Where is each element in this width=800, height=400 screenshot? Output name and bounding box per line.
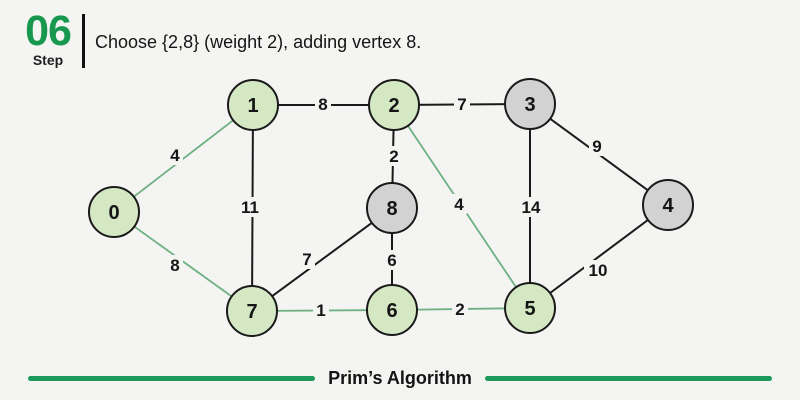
edge-weight-mask-5-4 (584, 260, 612, 280)
edge-weight-7-6: 1 (316, 301, 325, 320)
graph-node-8-unvisited (366, 182, 418, 234)
graph-node-3-unvisited (504, 78, 556, 130)
edge-weight-mask-2-5 (451, 194, 467, 214)
graph-node-label-0: 0 (108, 202, 119, 224)
edge-0-1 (113, 104, 254, 213)
edge-weight-6-5: 2 (455, 300, 464, 319)
graph-node-label-6: 6 (386, 300, 397, 322)
step-number: 06 (25, 7, 72, 55)
edge-weight-mask-0-1 (167, 145, 183, 165)
graph-node-label-5: 5 (524, 298, 535, 320)
footer-rule-left (28, 376, 316, 381)
graph-node-label-3: 3 (524, 94, 535, 116)
graph-node-0-visited (88, 186, 140, 238)
step-description: Choose {2,8} (weight 2), adding vertex 8… (95, 32, 422, 52)
graph-node-label-7: 7 (246, 301, 257, 323)
edge-weight-2-3: 7 (457, 95, 466, 114)
edge-weight-0-7: 8 (170, 256, 179, 275)
edge-weight-1-7: 11 (241, 198, 259, 217)
edge-7-8 (251, 207, 393, 312)
graph-node-5-visited (504, 282, 556, 334)
edge-weight-mask-7-8 (299, 249, 315, 269)
edge-weight-mask-3-4 (589, 136, 605, 156)
edge-weight-2-5: 4 (454, 195, 464, 214)
edge-weight-0-1: 4 (170, 146, 180, 165)
edge-5-4 (529, 204, 669, 309)
graph-node-4-unvisited (642, 179, 694, 231)
edge-weight-8-6: 6 (387, 251, 396, 270)
graph-node-label-4: 4 (662, 195, 674, 217)
graph-node-1-visited (227, 79, 279, 131)
graph-node-6-visited (366, 284, 418, 336)
edge-weight-mask-8-6 (384, 250, 400, 270)
edge-weight-mask-6-5 (452, 299, 468, 319)
edge-weight-3-5: 14 (522, 198, 541, 217)
graph-node-label-2: 2 (388, 95, 399, 117)
graph-node-7-visited (226, 285, 278, 337)
edge-weight-mask-3-5 (517, 197, 545, 217)
edge-weight-mask-1-7 (236, 197, 264, 217)
step-indicator: 06 Step (18, 8, 78, 68)
graph-node-label-1: 1 (247, 95, 258, 117)
edge-weight-3-4: 9 (592, 137, 601, 156)
footer-title: Prim’s Algorithm (328, 368, 472, 388)
edge-weight-7-8: 7 (302, 250, 311, 269)
edge-weight-mask-2-3 (454, 94, 470, 114)
footer-rule-right (484, 376, 772, 381)
edge-weight-mask-1-2 (315, 94, 331, 114)
edge-weight-mask-0-7 (167, 255, 183, 275)
header-divider (82, 14, 85, 68)
step-label: Step (32, 52, 64, 68)
edge-weight-5-4: 10 (589, 261, 608, 280)
edge-weight-2-8: 2 (389, 147, 398, 166)
edge-weight-mask-2-8 (386, 146, 402, 166)
footer: Prim’s Algorithm (28, 368, 772, 389)
edge-weight-mask-7-6 (313, 300, 329, 320)
graph-node-2-visited (368, 79, 420, 131)
graph-node-label-8: 8 (386, 198, 397, 220)
edge-weight-1-2: 8 (318, 95, 327, 114)
